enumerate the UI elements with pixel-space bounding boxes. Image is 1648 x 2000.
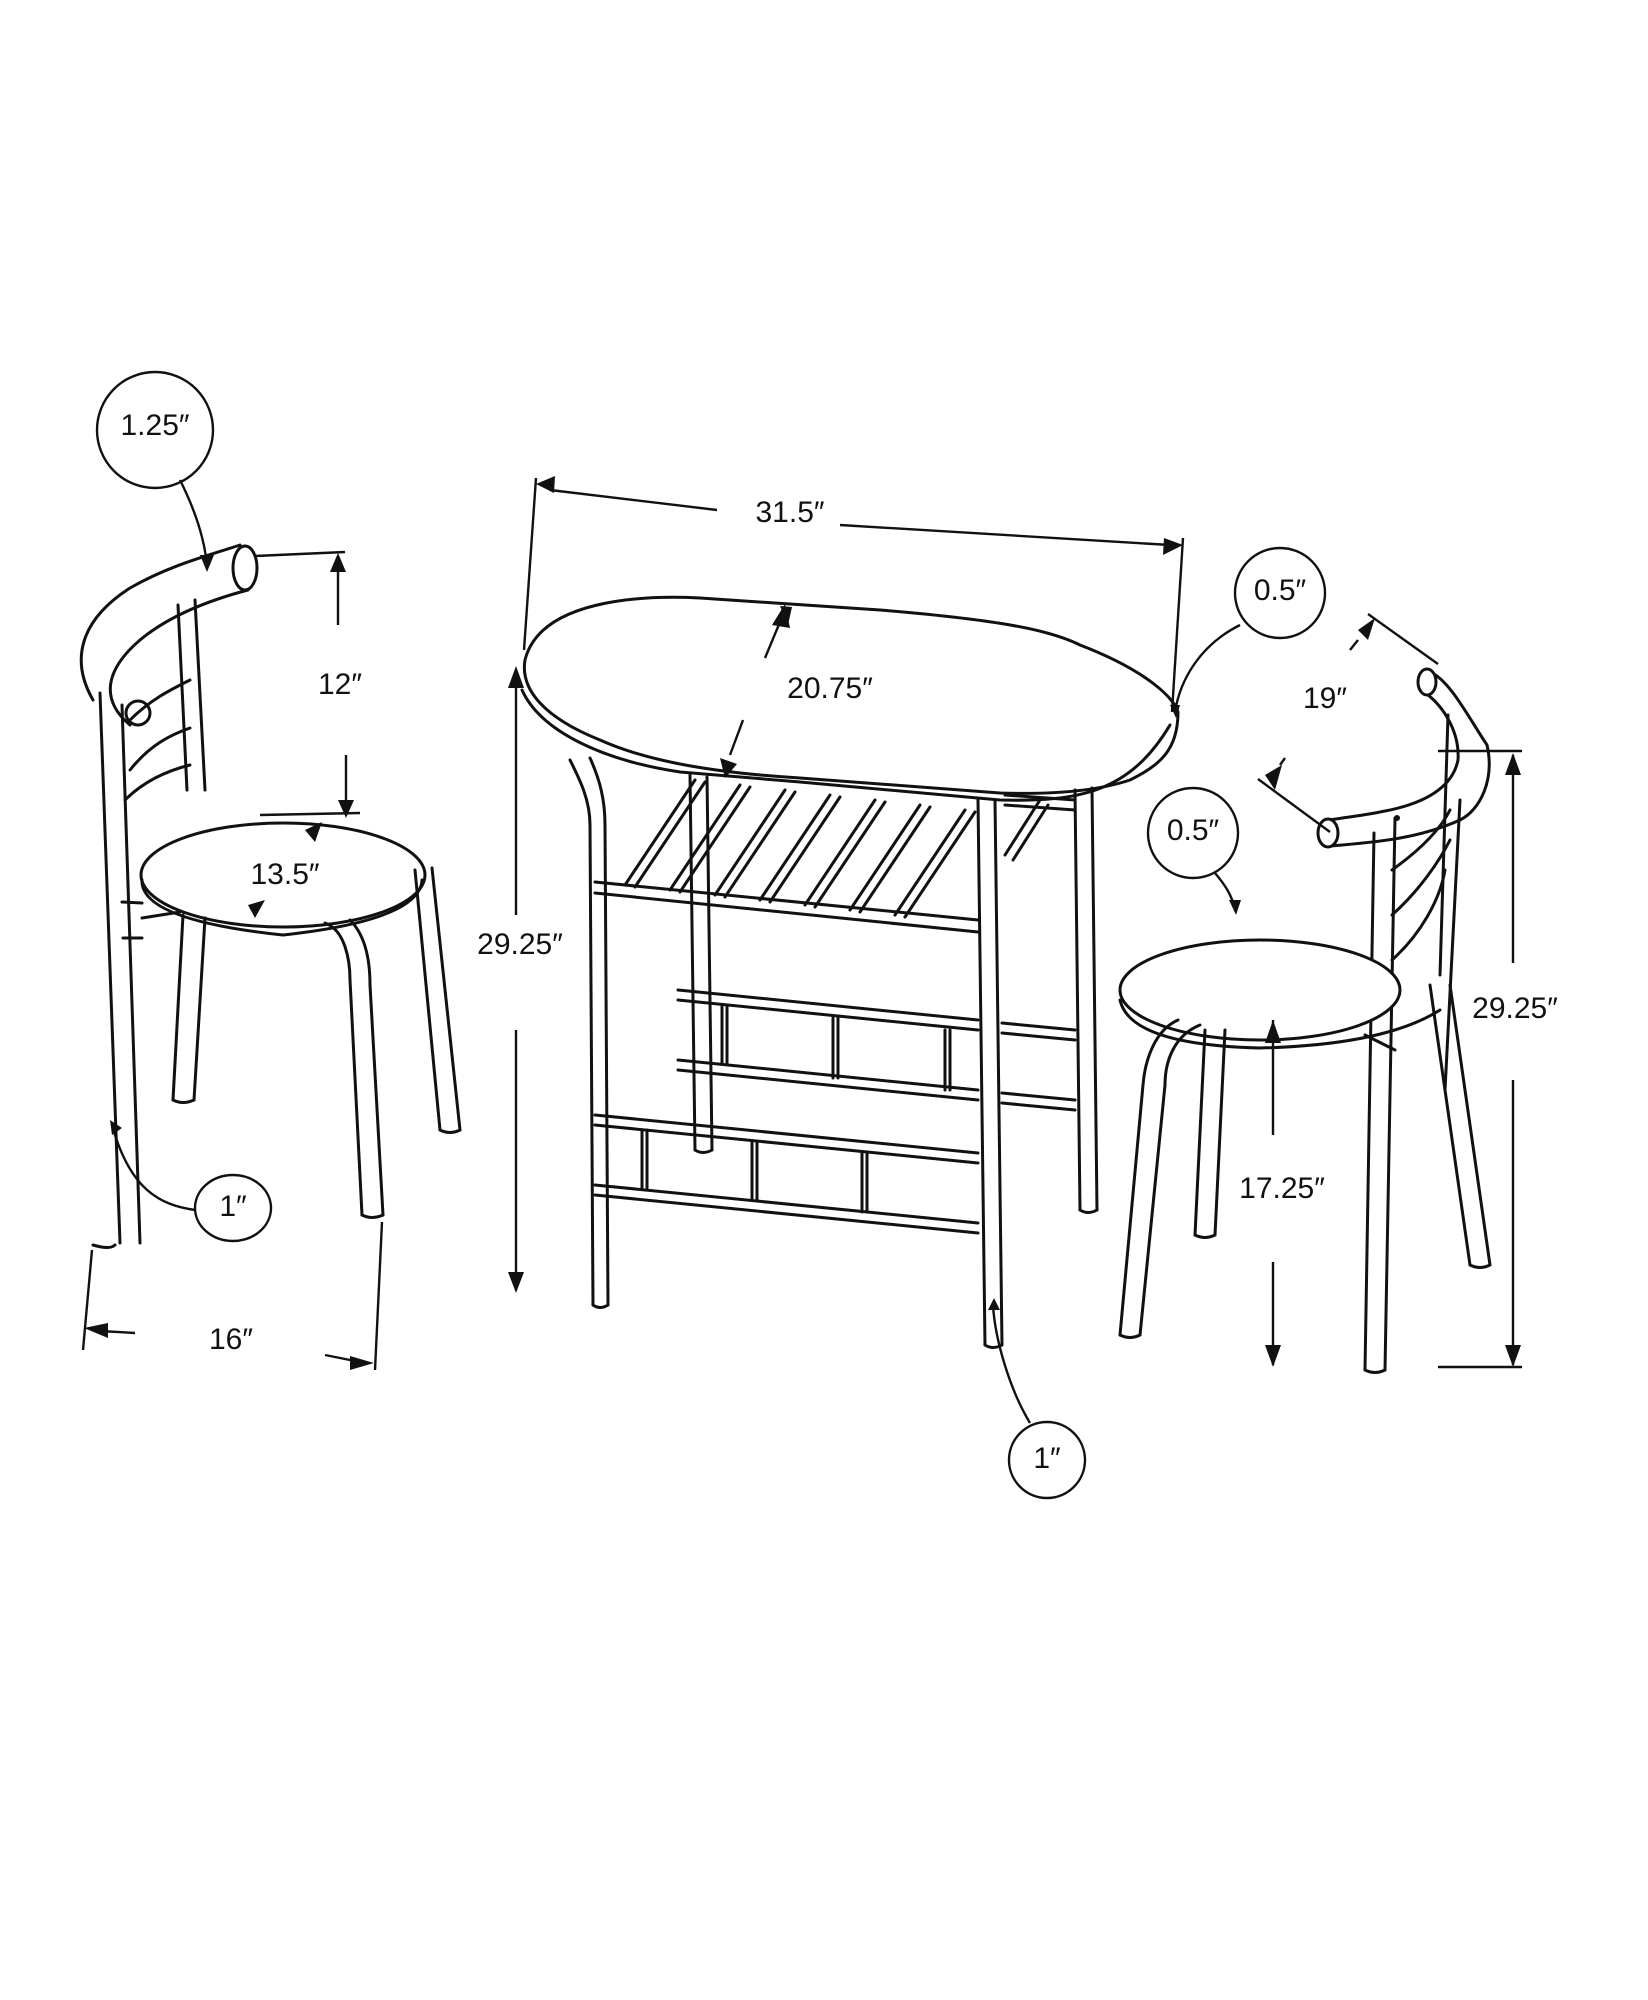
label-chair-width: 16″ [209, 1323, 253, 1356]
label-chair-total-height: 29.25″ [1472, 992, 1558, 1025]
callout-seat-thickness: 0.5″ [1166, 814, 1220, 847]
label-table-width: 20.75″ [787, 672, 873, 705]
right-chair-dimensions [1146, 613, 1522, 1369]
right-chair-drawing [1118, 667, 1492, 1374]
label-backrest-height: 12″ [318, 668, 362, 701]
label-chair-depth: 19″ [1303, 682, 1347, 715]
label-table-length: 31.5″ [755, 496, 825, 529]
table-drawing [520, 595, 1180, 1349]
label-seat-height: 17.25″ [1239, 1172, 1325, 1205]
label-table-height: 29.25″ [477, 928, 563, 961]
table-dimensions [508, 476, 1327, 1500]
callout-chair-leg-diameter: 1″ [219, 1190, 247, 1223]
left-chair-dimensions [81, 370, 384, 1371]
callout-tabletop-thickness: 0.5″ [1253, 574, 1307, 607]
left-chair-drawing [79, 543, 462, 1249]
callout-backrest-tube-diameter: 1.25″ [120, 409, 190, 442]
label-seat-diameter: 13.5″ [250, 858, 320, 891]
callout-table-leg-diameter: 1″ [1033, 1442, 1061, 1475]
